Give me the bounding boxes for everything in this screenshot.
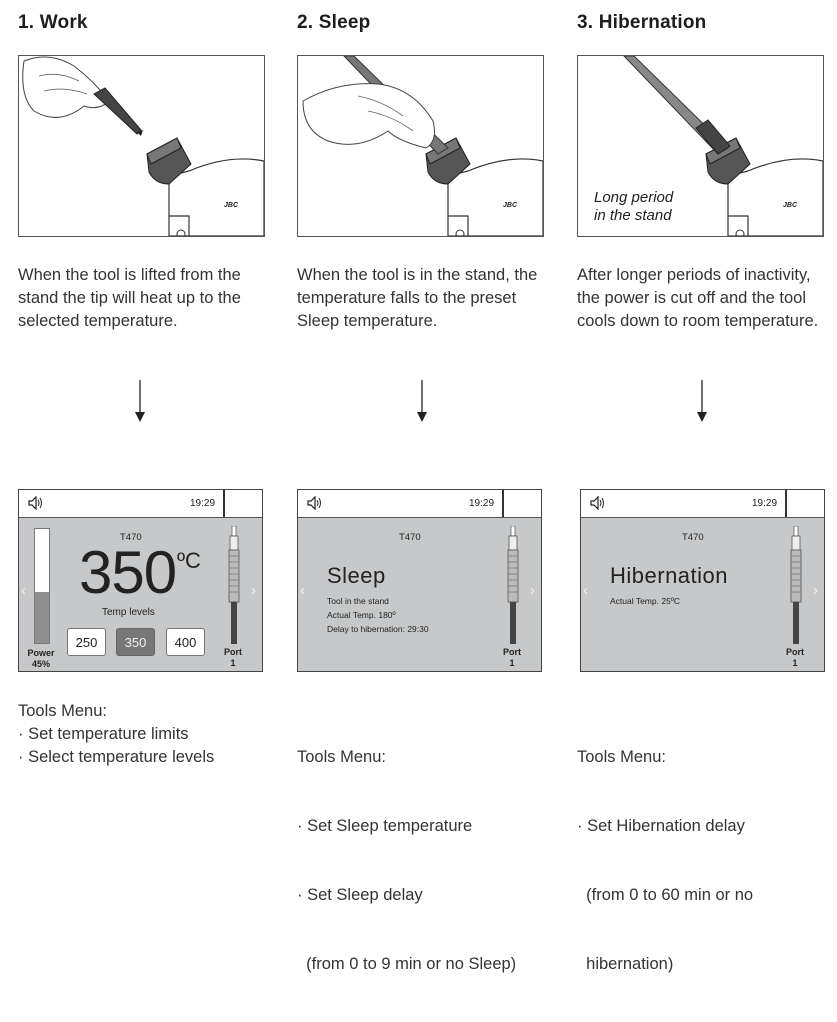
temp-level-button-selected[interactable]: 350 — [116, 628, 155, 656]
temperature-value: 350 — [79, 539, 177, 606]
power-bar-fill — [35, 591, 49, 643]
status-info: Actual Temp. 180º — [327, 610, 396, 620]
power-value: 45% — [31, 659, 50, 669]
screen-topbar: 19:29 — [19, 490, 262, 518]
tools-menu-heading: Tools Menu: — [297, 748, 386, 766]
topbar-divider — [785, 490, 787, 517]
clock: 19:29 — [469, 498, 495, 509]
port-number: 1 — [792, 658, 798, 668]
temp-levels-label: Temp levels — [102, 607, 155, 618]
brand-logo: JBC — [224, 202, 239, 209]
power-label-text: Power — [27, 648, 55, 658]
speaker-icon[interactable] — [307, 496, 323, 510]
tool-model: T470 — [682, 532, 704, 543]
port-label: Port 1 — [222, 647, 244, 669]
brand-logo: JBC — [783, 202, 798, 209]
tools-menu: Tools Menu: · Set Hibernation delay (fro… — [577, 700, 837, 1022]
photo-caption-line: Long period — [594, 189, 674, 206]
tools-menu-heading: Tools Menu: — [577, 748, 666, 766]
topbar-divider — [223, 490, 225, 517]
illustration-sleep: JBC — [297, 55, 544, 237]
speaker-icon[interactable] — [590, 496, 606, 510]
temp-level-button[interactable]: 250 — [67, 628, 106, 656]
column-sleep: 2. Sleep JBC When the tool is in the sta… — [297, 0, 547, 973]
soldering-tool-icon — [790, 526, 802, 644]
column-hibernation: 3. Hibernation JBC Long period in the st… — [577, 0, 827, 973]
screen-topbar: 19:29 — [581, 490, 824, 518]
power-bar — [34, 528, 50, 644]
port-number: 1 — [509, 658, 515, 668]
step-description: After longer periods of inactivity, the … — [577, 266, 819, 330]
tools-menu-item: · Set temperature limits — [18, 725, 189, 743]
station-screen: 19:29 ‹ T470 Sleep Tool in the stand Act… — [297, 489, 542, 672]
tools-menu-item: · Set Hibernation delay — [577, 817, 745, 835]
mode-title: Hibernation — [610, 563, 729, 588]
clock: 19:29 — [752, 498, 778, 509]
tools-menu-item: · Set Sleep temperature — [297, 817, 473, 835]
status-info: Tool in the stand — [327, 596, 389, 606]
status-info: Delay to hibernation: 29:30 — [327, 624, 429, 634]
port-number: 1 — [230, 658, 236, 668]
speaker-icon[interactable] — [28, 496, 44, 510]
port-label-text: Port — [786, 647, 804, 657]
arrow-down-icon — [417, 380, 427, 422]
chevron-right-icon[interactable]: › — [251, 582, 256, 599]
tools-menu-item: (from 0 to 9 min or no Sleep) — [297, 955, 517, 973]
arrow-down-icon — [697, 380, 707, 422]
port-label: Port 1 — [784, 647, 806, 669]
tool-model: T470 — [399, 532, 421, 543]
temp-level-button[interactable]: 400 — [166, 628, 205, 656]
chevron-left-icon[interactable]: ‹ — [583, 582, 588, 599]
screen-topbar: 19:29 — [298, 490, 541, 518]
tool-model: T470 — [120, 532, 142, 543]
soldering-tool-icon — [228, 526, 240, 644]
column-work: 1. Work JBC When the tool is lifted from… — [18, 0, 268, 805]
soldering-tool-icon — [507, 526, 519, 644]
tools-menu-item: · Select temperature levels — [18, 748, 215, 766]
clock: 19:29 — [190, 498, 216, 509]
step-title: 1. Work — [18, 12, 88, 33]
step-description: When the tool is lifted from the stand t… — [18, 266, 241, 330]
tools-menu-heading: Tools Menu: — [18, 702, 107, 720]
chevron-left-icon[interactable]: ‹ — [21, 582, 26, 599]
step-title: 2. Sleep — [297, 12, 371, 33]
photo-caption-line: in the stand — [594, 207, 672, 224]
illustration-hibernation: JBC Long period in the stand — [577, 55, 824, 237]
power-label: Power 45% — [25, 648, 57, 670]
tools-menu: Tools Menu: · Set Sleep temperature · Se… — [297, 700, 557, 1022]
step-title: 3. Hibernation — [577, 12, 707, 33]
illustration-work: JBC — [18, 55, 265, 237]
port-label: Port 1 — [501, 647, 523, 669]
chevron-left-icon[interactable]: ‹ — [300, 582, 305, 599]
brand-logo: JBC — [503, 202, 518, 209]
topbar-divider — [502, 490, 504, 517]
arrow-down-icon — [135, 380, 145, 422]
tools-menu: Tools Menu: · Set temperature limits · S… — [18, 700, 278, 769]
station-screen: 19:29 Power 45% ‹ T470 350 ºC Temp level… — [18, 489, 263, 672]
photo-caption: Long period in the stand — [594, 189, 673, 225]
tools-menu-item: · Set Sleep delay — [297, 886, 423, 904]
mode-title: Sleep — [327, 563, 386, 588]
chevron-right-icon[interactable]: › — [813, 582, 818, 599]
chevron-right-icon[interactable]: › — [530, 582, 535, 599]
status-info: Actual Temp. 25ºC — [610, 596, 681, 606]
port-label-text: Port — [224, 647, 242, 657]
step-description: When the tool is in the stand, the tempe… — [297, 266, 538, 330]
port-label-text: Port — [503, 647, 521, 657]
temperature-unit: ºC — [177, 548, 201, 573]
tools-menu-item: (from 0 to 60 min or no — [577, 886, 754, 904]
tools-menu-item: hibernation) — [577, 955, 674, 973]
station-screen: 19:29 ‹ T470 Hibernation Actual Temp. 25… — [580, 489, 825, 672]
